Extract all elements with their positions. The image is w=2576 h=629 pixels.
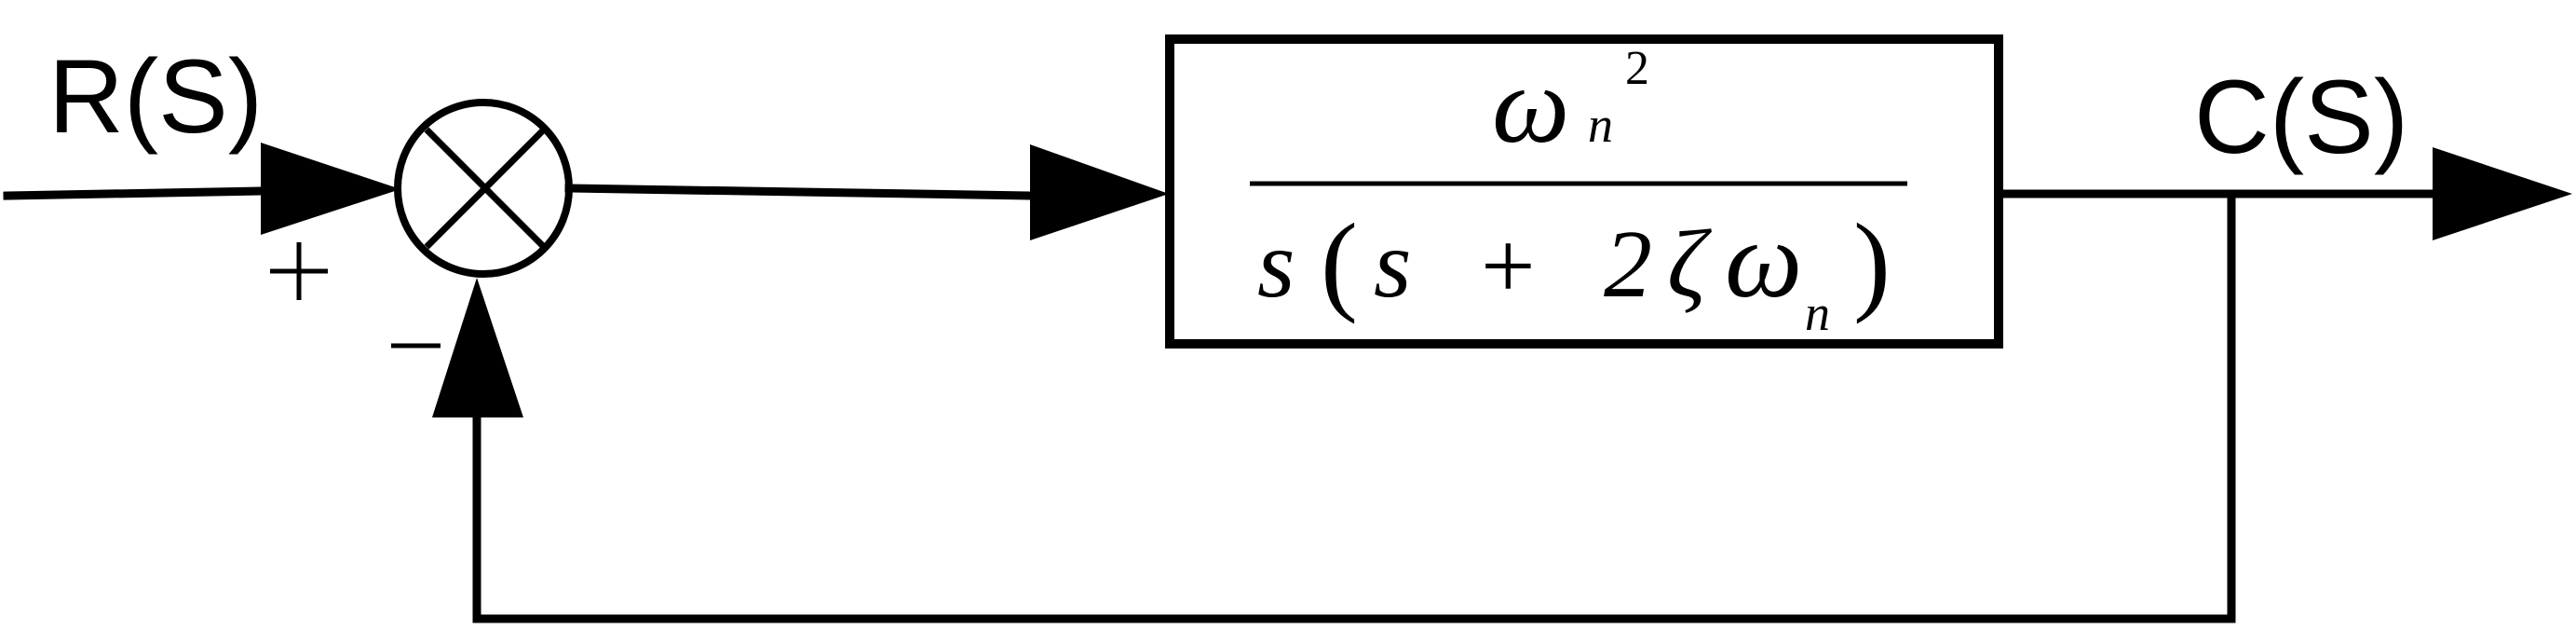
numerator-superscript: 2	[1625, 42, 1649, 95]
denominator-subscript: n	[1805, 285, 1830, 341]
denominator-close-paren: )	[1853, 200, 1891, 324]
output-signal-label: C(S)	[2194, 59, 2408, 175]
denominator-s-outer: s	[1257, 211, 1295, 318]
feedback-arrowhead	[432, 278, 523, 417]
plus-sign-icon	[270, 242, 328, 300]
denominator-plus: +	[1481, 212, 1536, 320]
denominator-omega: ω	[1725, 198, 1802, 321]
input-signal-label: R(S)	[48, 38, 263, 155]
forward-wire	[564, 184, 1037, 200]
transfer-function-block	[1165, 34, 2003, 349]
denominator-s-inner: s	[1374, 211, 1411, 318]
summing-junction-icon	[394, 99, 573, 278]
denominator-zeta: ζ	[1667, 211, 1712, 318]
input-wire	[3, 186, 267, 200]
input-arrowhead	[261, 143, 400, 235]
numerator: ω n 2	[1492, 42, 1649, 166]
denominator-two: 2	[1604, 211, 1652, 318]
output-arrowhead	[2433, 147, 2572, 240]
forward-arrowhead	[1030, 144, 1169, 240]
numerator-omega: ω	[1492, 44, 1569, 166]
denominator: s ( s + 2 ζ ω n )	[1257, 198, 1891, 341]
numerator-subscript: n	[1588, 97, 1613, 153]
feedback-wire	[472, 189, 2236, 623]
denominator-open-paren: (	[1321, 200, 1358, 324]
